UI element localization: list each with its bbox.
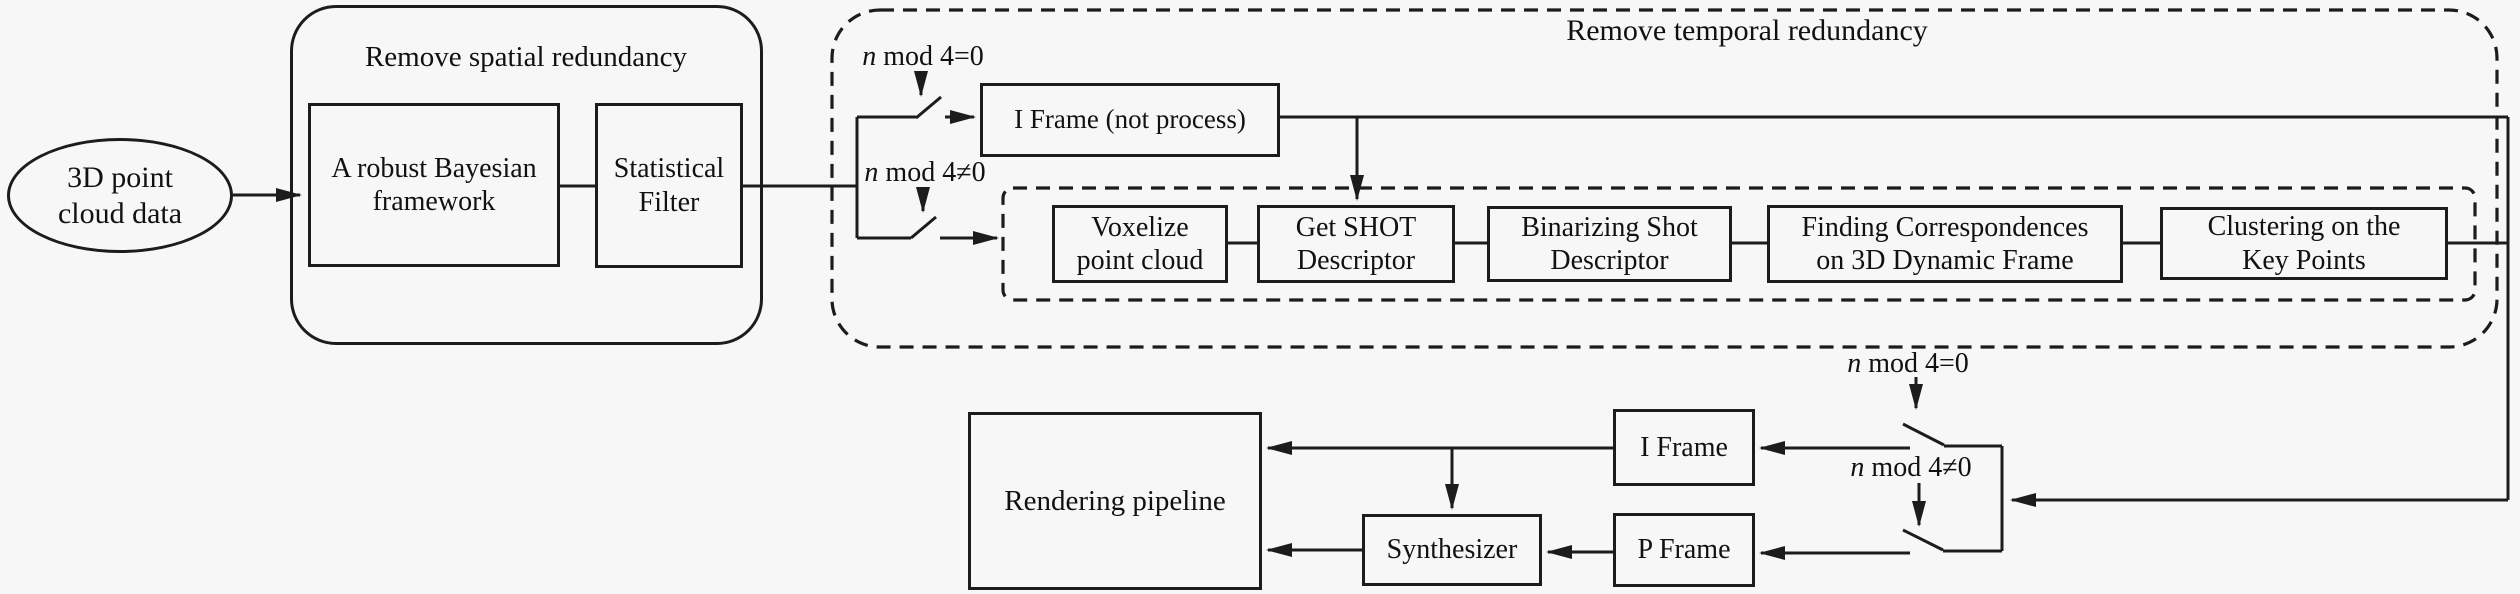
switch-eq-blade	[915, 95, 942, 120]
temporal-group-border	[830, 8, 2499, 349]
switch-label-eq-bottom: n mod 4=0	[1833, 348, 1983, 380]
node-voxelize-point-cloud: Voxelize point cloud	[1052, 205, 1228, 283]
switch-label-eq-top: n mod 4=0	[848, 41, 998, 73]
node-iframe: I Frame	[1613, 409, 1755, 486]
switch-var: n	[1847, 348, 1862, 379]
node-iframe-not-process: I Frame (not process)	[980, 83, 1280, 157]
spatial-group-border	[290, 5, 763, 345]
spatial-group-title: Remove spatial redundancy	[364, 41, 688, 73]
switch2-neq-blade	[1902, 528, 1944, 552]
pframe-pipeline-border	[1001, 186, 2477, 302]
switch-label-neq-bottom: n mod 4≠0	[1836, 452, 1986, 484]
switch-cond: mod 4≠0	[1864, 452, 1972, 483]
node-get-shot-descriptor: Get SHOT Descriptor	[1257, 205, 1455, 283]
switch-cond: mod 4=0	[1861, 348, 1969, 379]
node-synthesizer: Synthesizer	[1362, 514, 1542, 586]
switch-var: n	[864, 157, 879, 188]
node-rendering-pipeline: Rendering pipeline	[968, 412, 1262, 590]
switch-label-neq-top: n mod 4≠0	[850, 157, 1000, 189]
node-statistical-filter: Statistical Filter	[595, 103, 743, 268]
node-pframe: P Frame	[1613, 513, 1755, 587]
node-input-3d-point-cloud: 3D point cloud data	[7, 138, 233, 253]
temporal-group-title: Remove temporal redundancy	[1566, 14, 1928, 47]
connectors	[233, 71, 2510, 560]
switch-var: n	[862, 41, 877, 72]
node-finding-correspondences: Finding Correspondences on 3D Dynamic Fr…	[1767, 205, 2123, 283]
switch-neq-blade	[910, 215, 937, 240]
node-bayesian-framework: A robust Bayesian framework	[308, 103, 560, 267]
node-clustering-key-points: Clustering on the Key Points	[2160, 207, 2448, 280]
switch-cond: mod 4=0	[876, 41, 984, 72]
switch2-eq-blade	[1902, 422, 1945, 447]
switch-cond: mod 4≠0	[878, 157, 986, 188]
node-binarizing-shot-descriptor: Binarizing Shot Descriptor	[1487, 206, 1732, 282]
switch-var: n	[1850, 452, 1865, 483]
